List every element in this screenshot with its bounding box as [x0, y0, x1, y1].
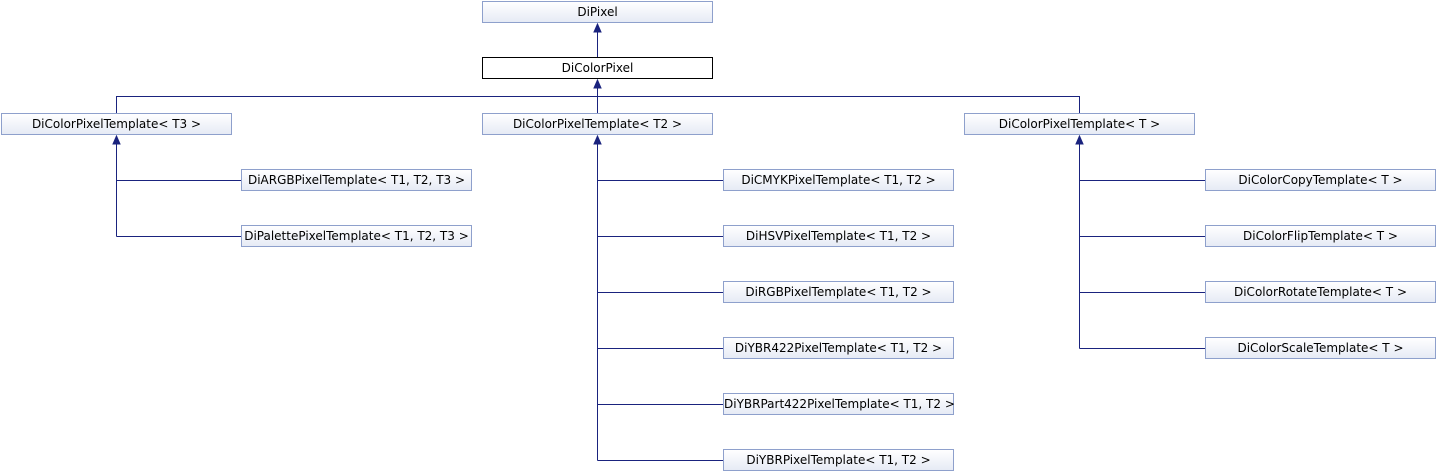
arrow-to-tpl-t3	[112, 134, 121, 145]
class-node-dipixel[interactable]: DiPixel	[482, 1, 713, 23]
class-node-diybrpart422pixeltemplate[interactable]: DiYBRPart422PixelTemplate< T1, T2 >	[723, 393, 955, 415]
class-node-dipalettepixeltemplate[interactable]: DiPalettePixelTemplate< T1, T2, T3 >	[241, 225, 472, 247]
edge-tpl-t-to-dicolorpixel	[597, 96, 1080, 113]
class-node-diybrpixeltemplate[interactable]: DiYBRPixelTemplate< T1, T2 >	[723, 449, 954, 471]
arrow-to-dicolorpixel	[593, 78, 602, 89]
class-node-dicolorpixeltemplate-t[interactable]: DiColorPixelTemplate< T >	[964, 113, 1195, 135]
class-node-dirgbpixeltemplate[interactable]: DiRGBPixelTemplate< T1, T2 >	[723, 281, 954, 303]
class-node-dicolorscaletemplate[interactable]: DiColorScaleTemplate< T >	[1205, 337, 1436, 359]
class-node-dicolorpixeltemplate-t2[interactable]: DiColorPixelTemplate< T2 >	[482, 113, 713, 135]
class-node-dicolorrotatetemplate[interactable]: DiColorRotateTemplate< T >	[1205, 281, 1436, 303]
edge-tpl-t3-to-dicolorpixel	[116, 96, 598, 113]
class-node-dicolorcopytemplate[interactable]: DiColorCopyTemplate< T >	[1205, 169, 1436, 191]
arrow-to-dipixel	[593, 22, 602, 33]
class-node-dicolorpixeltemplate-t3[interactable]: DiColorPixelTemplate< T3 >	[1, 113, 232, 135]
class-node-dicmykpixeltemplate[interactable]: DiCMYKPixelTemplate< T1, T2 >	[723, 169, 954, 191]
class-node-dicolorpixel-current: DiColorPixel	[482, 57, 713, 79]
arrow-to-tpl-t	[1075, 134, 1084, 145]
class-node-dihsvpixeltemplate[interactable]: DiHSVPixelTemplate< T1, T2 >	[723, 225, 954, 247]
arrow-to-tpl-t2	[593, 134, 602, 145]
class-node-diybr422pixeltemplate[interactable]: DiYBR422PixelTemplate< T1, T2 >	[723, 337, 954, 359]
class-node-dicolorfliptemplate[interactable]: DiColorFlipTemplate< T >	[1205, 225, 1436, 247]
class-node-diargbpixeltemplate[interactable]: DiARGBPixelTemplate< T1, T2, T3 >	[241, 169, 472, 191]
